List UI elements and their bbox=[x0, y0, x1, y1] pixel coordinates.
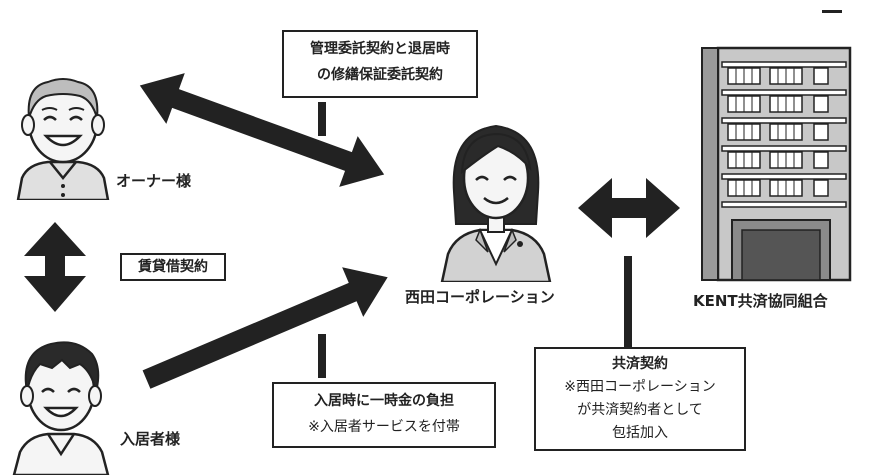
young-man-icon bbox=[12, 341, 110, 475]
apartment-building-icon bbox=[701, 46, 852, 282]
management-pointer bbox=[318, 102, 326, 136]
company-label: 西田コーポレーション bbox=[405, 288, 555, 306]
payment-line-2: ※入居者サービスを付帯 bbox=[308, 419, 460, 435]
kent-label: KENT共済協同組合 bbox=[693, 292, 828, 310]
tenant-figure bbox=[6, 332, 116, 475]
management-line-1: 管理委託契約と退居時 bbox=[310, 41, 450, 57]
mutual-line-1: 共済契約 bbox=[612, 356, 668, 372]
mutual-aid-box: 共済契約 ※西田コーポレーション が共済契約者として 包括加入 bbox=[534, 347, 746, 451]
lease-contract-box: 賃貸借契約 bbox=[120, 253, 226, 281]
corner-mark bbox=[822, 0, 842, 13]
owner-figure bbox=[8, 70, 118, 200]
elderly-man-icon bbox=[16, 78, 110, 200]
lease-contract-text: 賃貸借契約 bbox=[138, 259, 208, 275]
owner-tenant-arrow bbox=[24, 222, 86, 312]
payment-line-1: 入居時に一時金の負担 bbox=[314, 393, 454, 409]
businesswoman-icon bbox=[440, 124, 552, 282]
tenant-label: 入居者様 bbox=[120, 430, 181, 448]
tenant-company-arrow bbox=[142, 267, 388, 389]
mutual-line-4: 包括加入 bbox=[612, 425, 668, 441]
company-figure bbox=[436, 112, 556, 282]
mutual-pointer bbox=[624, 256, 632, 348]
mutual-line-2: ※西田コーポレーション bbox=[564, 379, 716, 395]
owner-company-arrow bbox=[139, 73, 385, 187]
owner-label: オーナー様 bbox=[116, 172, 192, 190]
management-contract-box: 管理委託契約と退居時 の修繕保証委託契約 bbox=[282, 30, 478, 98]
mutual-line-3: が共済契約者として bbox=[577, 402, 703, 418]
payment-box: 入居時に一時金の負担 ※入居者サービスを付帯 bbox=[272, 382, 496, 448]
management-line-2: の修繕保証委託契約 bbox=[317, 67, 443, 83]
building-figure bbox=[698, 44, 858, 284]
company-building-arrow bbox=[578, 178, 680, 238]
payment-pointer bbox=[318, 334, 326, 378]
